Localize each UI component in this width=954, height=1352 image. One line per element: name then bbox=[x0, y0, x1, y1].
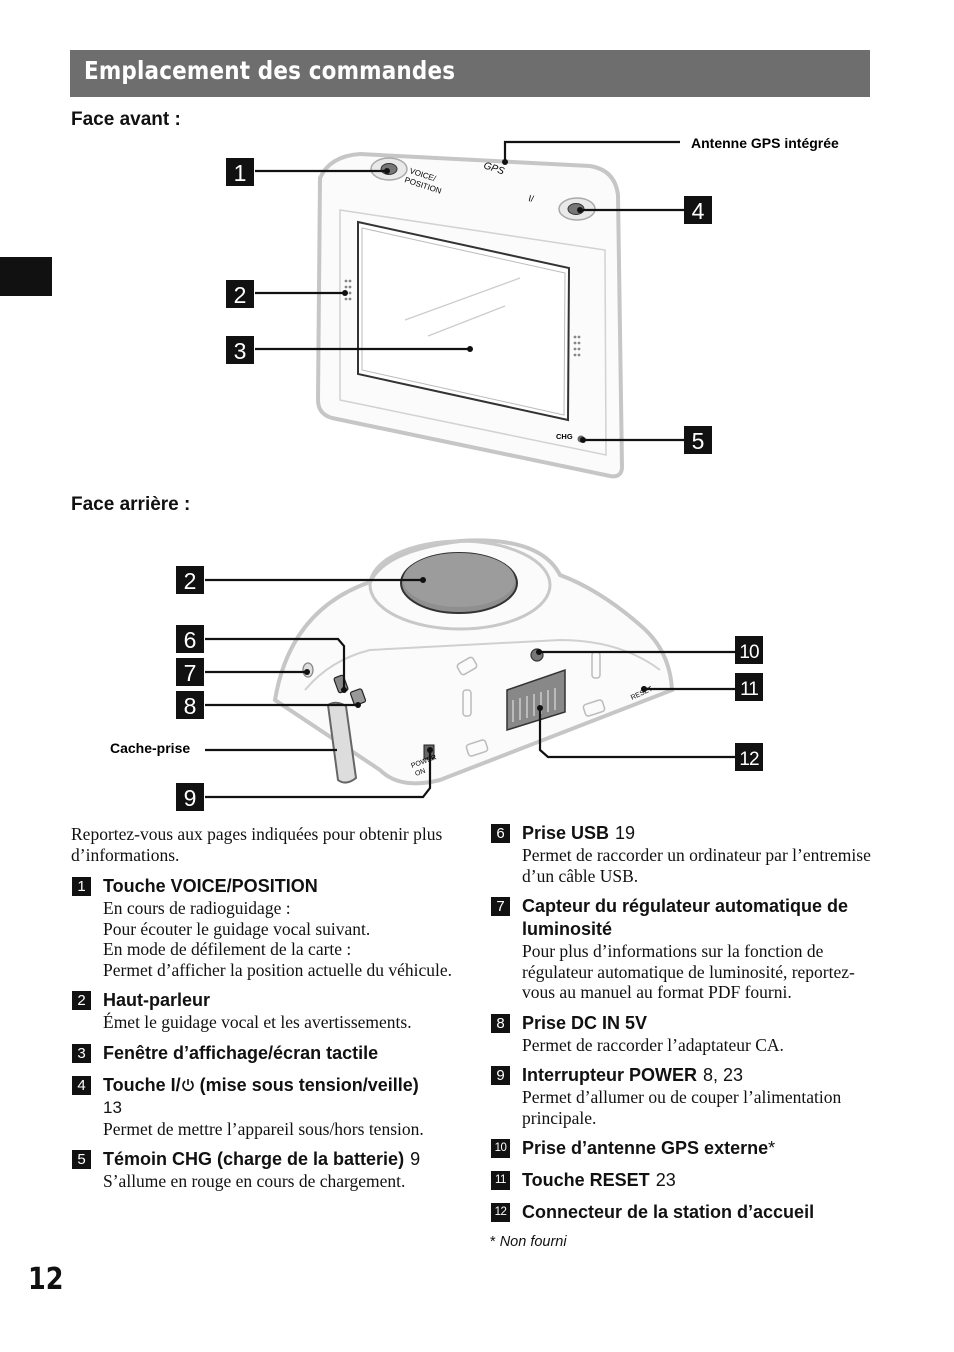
item-mark-10: * bbox=[768, 1138, 776, 1158]
item-body-5: S’allume en rouge en cours de chargement… bbox=[103, 1171, 406, 1191]
item-num-11: 11 bbox=[491, 1171, 510, 1190]
item-num-4: 4 bbox=[72, 1075, 91, 1095]
item-ref-5: 9 bbox=[410, 1149, 421, 1169]
item-ref-9: 8, 23 bbox=[703, 1065, 744, 1085]
callout-8: 8 bbox=[184, 693, 197, 719]
callout-5: 5 bbox=[692, 428, 705, 454]
callout-12: 12 bbox=[739, 749, 759, 770]
item-body-9: Permet d’allumer ou de couper l’alimenta… bbox=[522, 1087, 842, 1128]
gps-antenna-label: Antenne GPS intégrée bbox=[691, 135, 839, 151]
item-num-6: 6 bbox=[491, 824, 510, 843]
callout-1: 1 bbox=[234, 160, 247, 186]
item-ref-11: 23 bbox=[655, 1170, 676, 1190]
intro-text: Reportez-vous aux pages indiquées pour o… bbox=[71, 824, 443, 865]
chg-device-text: CHG bbox=[556, 432, 573, 441]
callout-4: 4 bbox=[692, 198, 705, 224]
item-5: 5 Témoin CHG (charge de la batterie)9 S’a… bbox=[71, 1148, 461, 1192]
item-body-7: Pour plus d’informations sur la fonction… bbox=[522, 941, 855, 1002]
item-title-9: Interrupteur POWER bbox=[522, 1065, 698, 1085]
item-num-5: 5 bbox=[72, 1150, 91, 1169]
item-body-4: Permet de mettre l’appareil sous/hors te… bbox=[103, 1118, 424, 1139]
cover-label: Cache-prise bbox=[110, 740, 190, 756]
item-num-7: 7 bbox=[491, 897, 510, 916]
item-num-1: 1 bbox=[72, 877, 91, 896]
item-title-4-post: (mise sous tension/veille) bbox=[194, 1074, 419, 1095]
item-4: 4 Touche I/ (mise sous tension/veille) 13… bbox=[71, 1074, 461, 1140]
rear-callout-lines bbox=[205, 578, 735, 799]
callout-2: 2 bbox=[234, 282, 247, 308]
callout-11: 11 bbox=[740, 679, 758, 700]
item-title-7: Capteur du régulateur automatique de lum… bbox=[522, 896, 849, 939]
front-heading: Face avant : bbox=[71, 109, 181, 130]
item-num-10: 10 bbox=[491, 1139, 510, 1158]
item-2: 2 Haut-parleur Émet le guidage vocal et l… bbox=[71, 989, 461, 1033]
item-title-5: Témoin CHG (charge de la batterie) bbox=[103, 1149, 405, 1169]
front-callout-lines bbox=[255, 140, 684, 442]
item-title-11: Touche RESET bbox=[522, 1170, 650, 1190]
rear-heading: Face arrière : bbox=[71, 494, 191, 515]
callout-9: 9 bbox=[184, 785, 197, 811]
item-title-3: Fenêtre d’affichage/écran tactile bbox=[103, 1042, 379, 1063]
item-title-8: Prise DC IN 5V bbox=[522, 1012, 648, 1033]
footnote-mark: * bbox=[490, 1234, 496, 1250]
item-title-4-pre: Touche I/ bbox=[103, 1074, 181, 1095]
item-num-8: 8 bbox=[491, 1013, 510, 1033]
item-title-1: Touche VOICE/POSITION bbox=[103, 876, 318, 896]
section-title-bar: Emplacement des commandes bbox=[70, 50, 870, 97]
callout-7: 7 bbox=[184, 660, 197, 686]
item-ref-4: 13 bbox=[103, 1097, 122, 1117]
item-body-1: En cours de radioguidage : Pour écouter … bbox=[103, 898, 453, 980]
rear-device-illustration: POWER ON RESET bbox=[272, 538, 675, 786]
power-standby-icon bbox=[181, 1078, 194, 1091]
item-num-9: 9 bbox=[491, 1066, 510, 1085]
item-title-12: Connecteur de la station d’accueil bbox=[522, 1202, 815, 1222]
item-10: 10 Prise d’antenne GPS externe* bbox=[490, 1137, 885, 1160]
rear-callout-dots bbox=[304, 577, 647, 753]
left-column: Reportez-vous aux pages indiquées pour o… bbox=[71, 824, 461, 1201]
item-body-6: Permet de raccorder un ordinateur par l’… bbox=[522, 845, 871, 886]
item-body-2: Émet le guidage vocal et les avertisseme… bbox=[103, 1012, 412, 1032]
footnote-text: Non fourni bbox=[499, 1234, 567, 1250]
item-title-6: Prise USB bbox=[522, 823, 610, 843]
item-title-10: Prise d’antenne GPS externe bbox=[522, 1138, 769, 1158]
callout-6: 6 bbox=[184, 627, 197, 653]
rear-callouts: 2 6 7 8 9 10 11 12 bbox=[176, 566, 763, 811]
item-title-2: Haut-parleur bbox=[103, 990, 211, 1010]
item-num-12: 12 bbox=[491, 1203, 510, 1222]
section-title: Emplacement des commandes bbox=[84, 56, 456, 85]
language-side-tab bbox=[0, 257, 52, 296]
item-8: 8 Prise DC IN 5V Permet de raccorder l’ad… bbox=[490, 1012, 885, 1056]
on-switch-text: ON bbox=[414, 768, 426, 778]
item-num-3: 3 bbox=[72, 1043, 91, 1063]
callout-rear-2: 2 bbox=[184, 568, 197, 594]
item-12: 12 Connecteur de la station d’accueil bbox=[490, 1201, 885, 1224]
item-1: 1 Touche VOICE/POSITION En cours de radio… bbox=[71, 875, 461, 980]
front-callout-dots bbox=[342, 159, 586, 443]
front-device-illustration: VOICE/ POSITION GPS I/ CHG bbox=[315, 151, 625, 479]
power-device-text: I/ bbox=[528, 193, 535, 204]
item-7: 7 Capteur du régulateur automatique de lu… bbox=[490, 895, 885, 1003]
callout-10: 10 bbox=[739, 642, 759, 663]
item-body-8: Permet de raccorder l’adaptateur CA. bbox=[522, 1034, 784, 1055]
footnote: * Non fourni bbox=[490, 1234, 885, 1250]
item-3: 3 Fenêtre d’affichage/écran tactile bbox=[71, 1042, 461, 1065]
front-callouts: 1 2 3 4 5 bbox=[226, 158, 712, 454]
callout-3: 3 bbox=[234, 338, 247, 364]
item-ref-6: 19 bbox=[615, 823, 636, 843]
item-num-2: 2 bbox=[72, 991, 91, 1010]
page-number: 12 bbox=[28, 1262, 64, 1297]
